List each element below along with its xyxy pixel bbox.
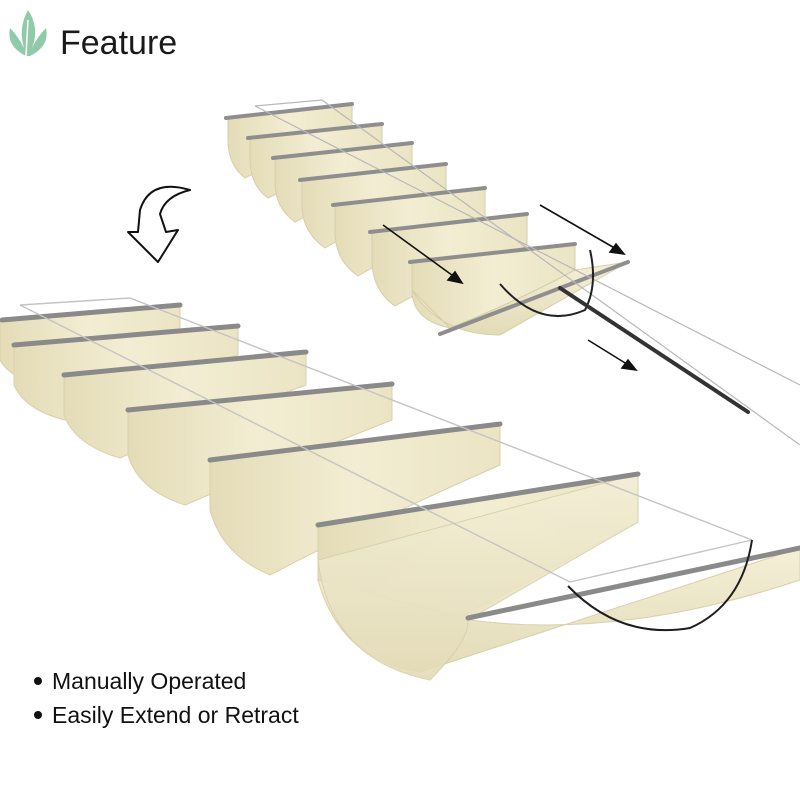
header-logo (9, 10, 47, 57)
feature-label: Manually Operated (52, 668, 247, 694)
feature-label: Easily Extend or Retract (52, 702, 299, 728)
pull-pole (558, 286, 750, 414)
retracted-guide-wires (254, 99, 800, 446)
bullet-icon (34, 677, 42, 685)
curved-arrow-icon (127, 185, 191, 263)
feature-list: Manually Operated Easily Extend or Retra… (34, 664, 299, 732)
extended-pull-rope (567, 539, 753, 632)
retracted-pull-rope (499, 249, 595, 317)
retract-arrows (382, 204, 638, 372)
extended-fabric-waves (0, 304, 800, 681)
page-title: Feature (60, 24, 177, 62)
feature-item: Easily Extend or Retract (34, 698, 299, 732)
extended-rails (0, 302, 800, 621)
retracted-fabric-folds (227, 103, 629, 336)
extended-canopy (0, 297, 800, 681)
bullet-icon (34, 711, 42, 719)
retracted-canopy (224, 99, 800, 446)
extended-guide-wires (19, 297, 753, 583)
feature-item: Manually Operated (34, 664, 299, 698)
retracted-rails (224, 102, 630, 336)
